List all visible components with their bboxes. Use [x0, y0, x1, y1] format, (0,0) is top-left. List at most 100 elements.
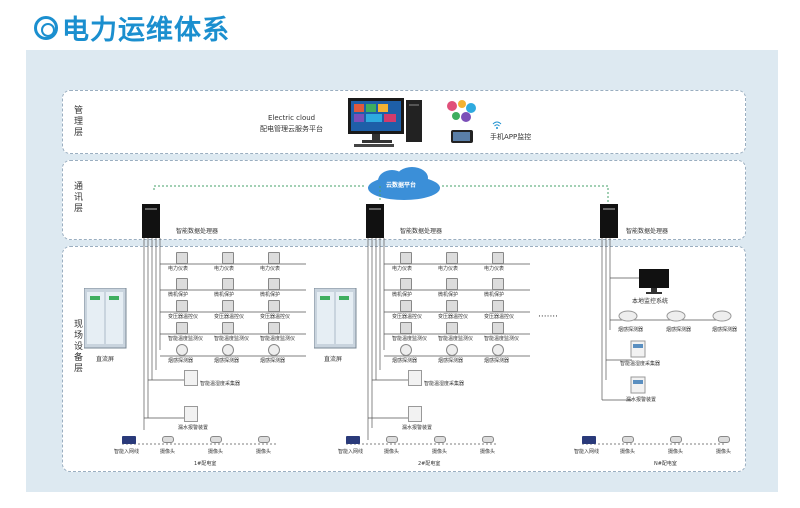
- processor-1-label: 智能数据处理器: [176, 228, 219, 235]
- room-1-label: 1#配电室: [194, 461, 217, 467]
- temp-collector-g1-label: 智能温湿度采集器: [200, 381, 241, 387]
- camera-2-1-icon: [434, 436, 446, 443]
- processor-2-label: 智能数据处理器: [400, 228, 443, 235]
- device-g1-r0c0-icon: [176, 252, 188, 264]
- device-g2-label: 微机保护: [392, 292, 413, 298]
- device-g1-label: 智能温度监测仪: [260, 336, 296, 342]
- temp-collector-g2-icon: [408, 370, 422, 386]
- device-g2-r2c0-icon: [400, 300, 412, 312]
- device-g1-label: 变压器温控仪: [260, 314, 291, 320]
- camera-1-2-icon: [258, 436, 270, 443]
- dc-screen-1-icon: [84, 288, 127, 349]
- water-alarm-3-icon: [630, 376, 646, 394]
- device-g2-r4c0-icon: [400, 344, 412, 356]
- app-bubbles-icon: [447, 100, 476, 122]
- device-g2-r2c1-icon: [446, 300, 458, 312]
- router-1-label: 智能入网线: [114, 449, 140, 455]
- smoke-detector-3b-icon: [666, 310, 686, 322]
- device-g2-label: 烟感探测器: [438, 358, 464, 364]
- water-alarm-g1-label: 漏水报警装置: [178, 425, 209, 431]
- device-g1-label: 变压器温控仪: [168, 314, 199, 320]
- device-g2-r1c2-icon: [492, 278, 504, 290]
- communication-layer-label: 通讯层: [72, 181, 82, 214]
- smoke-3a-label: 烟感探测器: [618, 327, 644, 333]
- room-3-label: N#配电室: [654, 461, 677, 467]
- temp-collector-3-icon: [630, 340, 646, 358]
- device-g1-r2c1-icon: [222, 300, 234, 312]
- device-g1-label: 微机保护: [168, 292, 189, 298]
- processor-2-icon: [366, 204, 384, 238]
- water-alarm-g1-icon: [184, 406, 198, 422]
- device-g1-label: 变压器温控仪: [214, 314, 245, 320]
- dc-screen-1-label: 直流屏: [96, 356, 115, 363]
- water-alarm-g2-label: 漏水报警装置: [402, 425, 433, 431]
- camera-1-1-icon: [210, 436, 222, 443]
- device-g1-r4c1-icon: [222, 344, 234, 356]
- router-3-icon: [582, 436, 596, 444]
- device-g2-r1c1-icon: [446, 278, 458, 290]
- device-g1-r1c0-icon: [176, 278, 188, 290]
- ellipsis-text: ·······: [538, 312, 559, 322]
- camera-3-2-icon: [718, 436, 730, 443]
- router-1-icon: [122, 436, 136, 444]
- smoke-3b-label: 烟感探测器: [666, 327, 692, 333]
- router-3-label: 智能入网线: [574, 449, 600, 455]
- camera-2-1-label: 摄像头: [432, 449, 448, 455]
- device-g1-r3c1-icon: [222, 322, 234, 334]
- device-g1-label: 智能温度监测仪: [168, 336, 204, 342]
- processor-3-label: 智能数据处理器: [626, 228, 669, 235]
- device-g1-label: 微机保护: [214, 292, 235, 298]
- device-g2-r1c0-icon: [400, 278, 412, 290]
- page-title-text: 电力运维体系: [62, 15, 230, 46]
- camera-1-2-label: 摄像头: [256, 449, 272, 455]
- router-2-icon: [346, 436, 360, 444]
- field-layer-label: 现场设备层: [72, 319, 82, 374]
- cloud-icon: [368, 167, 440, 200]
- field-layer: 现场设备层: [62, 246, 746, 472]
- local-monitor-label: 本地监控系统: [632, 298, 669, 305]
- mobile-app-label: 手机APP监控: [490, 133, 532, 141]
- local-monitor-icon: [639, 269, 669, 294]
- device-g1-r4c2-icon: [268, 344, 280, 356]
- processor-3-icon: [600, 204, 618, 238]
- management-layer-label: 管理层: [72, 105, 82, 138]
- camera-3-2-label: 摄像头: [716, 449, 732, 455]
- temp-collector-g1-icon: [184, 370, 198, 386]
- smoke-detector-3a-icon: [618, 310, 638, 322]
- room-2-label: 2#配电室: [418, 461, 441, 467]
- device-g2-label: 微机保护: [484, 292, 505, 298]
- device-g2-r3c0-icon: [400, 322, 412, 334]
- cloud-platform-label-en: Electric cloud: [268, 114, 316, 122]
- device-g1-label: 烟感探测器: [168, 358, 194, 364]
- device-g2-label: 电力仪表: [484, 266, 505, 272]
- camera-1-0-icon: [162, 436, 174, 443]
- device-g1-r3c2-icon: [268, 322, 280, 334]
- cloud-data-label: 云数据平台: [386, 182, 417, 189]
- temp-collector-3-label: 智能温湿度采集器: [620, 361, 661, 367]
- device-g2-r0c1-icon: [446, 252, 458, 264]
- page-title: 电力运维体系: [34, 8, 230, 47]
- device-g1-r4c0-icon: [176, 344, 188, 356]
- water-alarm-3-label: 漏水报警装置: [626, 397, 657, 403]
- device-g1-r3c0-icon: [176, 322, 188, 334]
- water-alarm-g2-icon: [408, 406, 422, 422]
- device-g2-label: 智能温度监测仪: [484, 336, 520, 342]
- device-g2-label: 变压器温控仪: [484, 314, 515, 320]
- device-g2-label: 智能温度监测仪: [438, 336, 474, 342]
- device-g1-label: 烟感探测器: [214, 358, 240, 364]
- device-g2-label: 变压器温控仪: [438, 314, 469, 320]
- device-g2-r2c2-icon: [492, 300, 504, 312]
- camera-2-2-icon: [482, 436, 494, 443]
- device-g2-label: 电力仪表: [438, 266, 459, 272]
- mobile-phone-icon: [451, 130, 473, 143]
- device-g2-label: 电力仪表: [392, 266, 413, 272]
- device-g2-label: 微机保护: [438, 292, 459, 298]
- smoke-detector-3c-icon: [712, 310, 732, 322]
- device-g2-r4c1-icon: [446, 344, 458, 356]
- device-g2-label: 烟感探测器: [392, 358, 418, 364]
- device-g2-r3c1-icon: [446, 322, 458, 334]
- camera-2-0-icon: [386, 436, 398, 443]
- dc-screen-2-icon: [314, 288, 357, 349]
- smoke-3c-label: 烟感探测器: [712, 327, 738, 333]
- router-2-label: 智能入网线: [338, 449, 364, 455]
